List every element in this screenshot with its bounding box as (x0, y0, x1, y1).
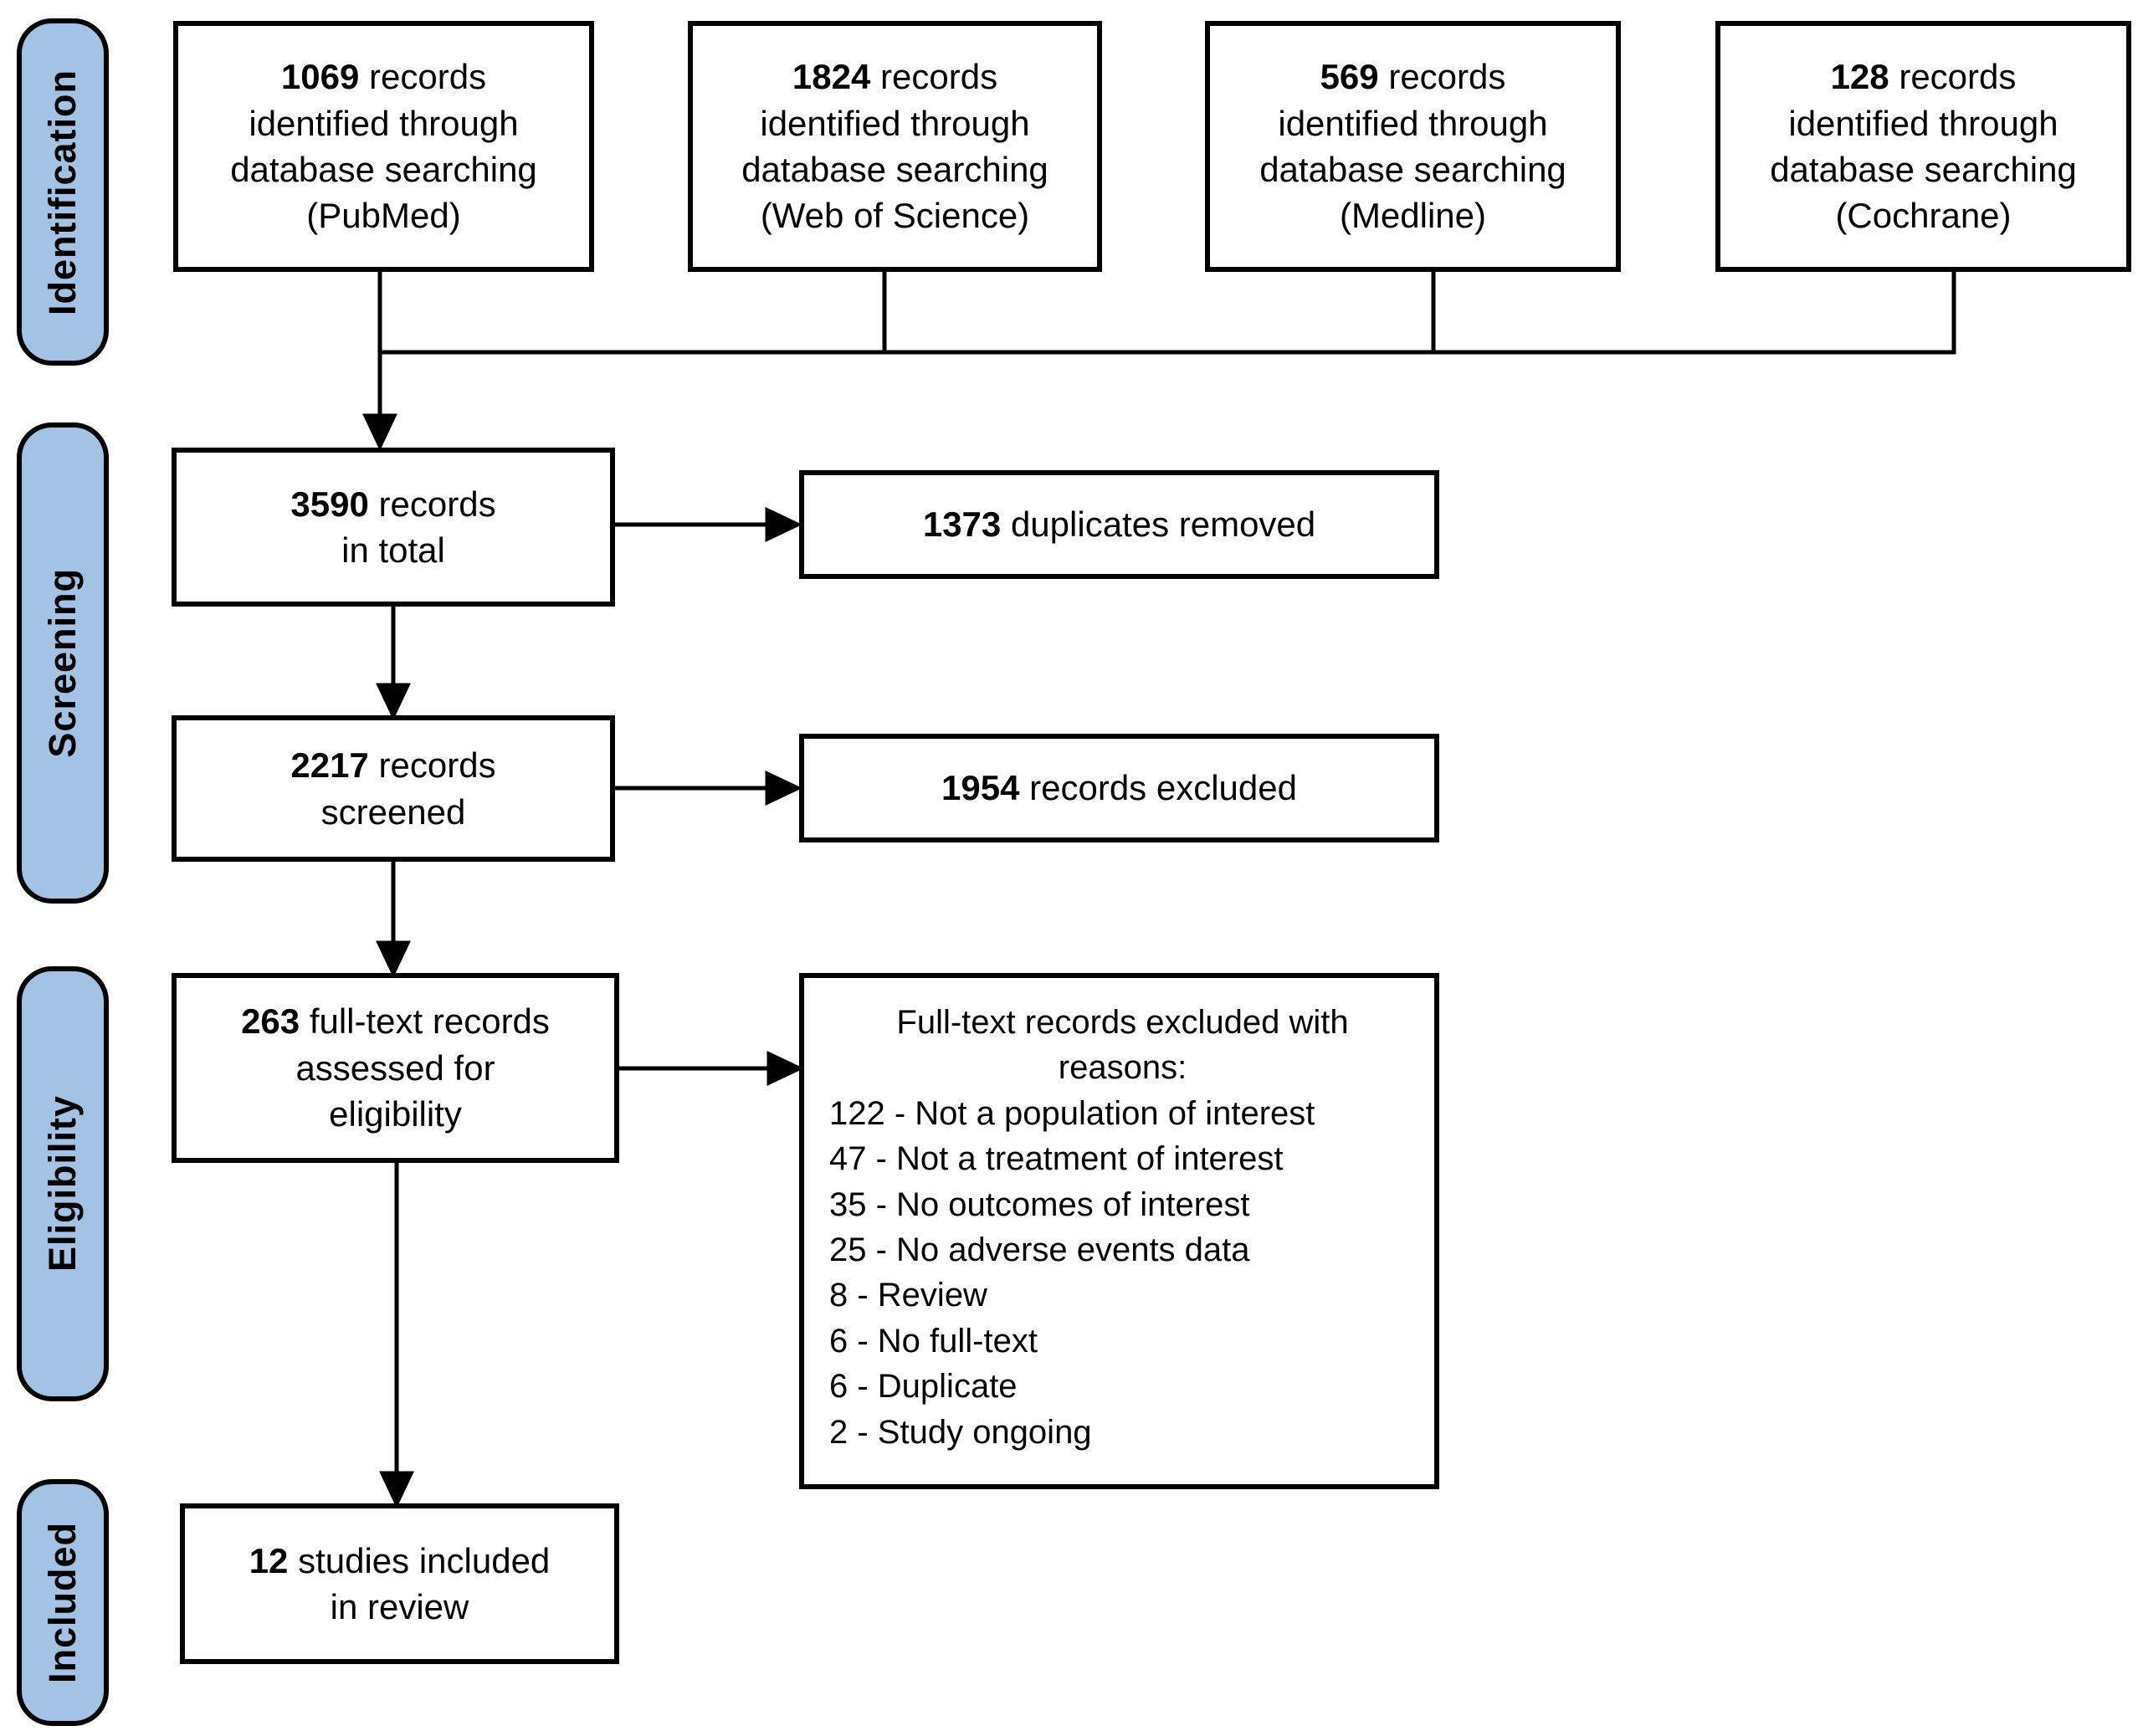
source-box-cochrane: 128 records identified through database … (1715, 21, 2131, 272)
exclusion-reason-item: 122 - Not a population of interest (829, 1094, 1315, 1132)
stage-band-included: Included (17, 1479, 109, 1726)
exclusion-reason-item: 8 - Review (829, 1277, 987, 1314)
duplicates-count: 1373 (922, 504, 1002, 545)
source-pubmed-count: 1069 (280, 57, 360, 97)
arrowhead-total-to-duplicates (765, 507, 802, 542)
stage-label-included: Included (41, 1521, 84, 1683)
total-records-text: 3590 records in total (290, 484, 496, 570)
studies-included-text: 12 studies included in review (249, 1540, 551, 1626)
fulltext-count: 263 (241, 1001, 300, 1042)
arrowhead-screened-to-fulltext (376, 940, 411, 978)
duplicates-removed-box: 1373 duplicates removed (799, 470, 1439, 579)
records-screened-box: 2217 records screened (172, 715, 615, 862)
records-excluded-box: 1954 records excluded (799, 734, 1439, 842)
source-box-pubmed: 1069 records identified through database… (173, 21, 594, 272)
studies-included-box: 12 studies included in review (180, 1503, 619, 1664)
source-box-pubmed-text: 1069 records identified through database… (230, 57, 537, 236)
exclusion-reason-item: 6 - No full-text (829, 1322, 1038, 1360)
source-box-web-of-science: 1824 records identified through database… (688, 21, 1102, 272)
arrowhead-total-to-screened (376, 683, 411, 720)
fulltext-assessed-box: 263 full-text records assessed for eligi… (172, 973, 619, 1163)
exclusion-reasons-title-line2: reasons: (1058, 1049, 1187, 1087)
source-medline-count: 569 (1320, 57, 1379, 97)
total-records-count: 3590 (290, 484, 369, 524)
exclusion-reasons-box: Full-text records excluded with reasons:… (799, 973, 1439, 1489)
stage-label-eligibility: Eligibility (41, 1095, 84, 1273)
stage-label-screening: Screening (41, 568, 84, 758)
total-records-box: 3590 records in total (172, 448, 615, 607)
fulltext-assessed-text: 263 full-text records assessed for eligi… (241, 1001, 550, 1134)
records-screened-text: 2217 records screened (290, 745, 496, 832)
stage-band-eligibility: Eligibility (17, 966, 109, 1401)
records-excluded-count: 1954 (941, 768, 1020, 808)
stage-band-screening: Screening (17, 422, 109, 904)
exclusion-reason-item: 47 - Not a treatment of interest (829, 1140, 1284, 1178)
stage-label-identification: Identification (41, 69, 84, 315)
source-box-cochrane-text: 128 records identified through database … (1770, 57, 2077, 236)
source-box-medline: 569 records identified through database … (1205, 21, 1621, 272)
exclusion-reason-item: 35 - No outcomes of interest (829, 1185, 1250, 1223)
exclusion-reasons-title-line1: Full-text records excluded with (896, 1004, 1349, 1041)
arrowhead-screened-to-excluded (765, 771, 802, 806)
source-wos-count: 1824 (792, 57, 871, 97)
source-box-medline-text: 569 records identified through database … (1259, 57, 1566, 236)
exclusion-reason-item: 2 - Study ongoing (829, 1413, 1092, 1451)
screened-count: 2217 (290, 745, 369, 786)
source-cochrane-count: 128 (1830, 57, 1889, 97)
exclusion-reason-item: 25 - No adverse events data (829, 1231, 1250, 1268)
included-count: 12 (249, 1540, 289, 1580)
arrowhead-fulltext-to-reasons (766, 1051, 804, 1086)
arrowhead-fulltext-to-included (379, 1471, 414, 1508)
exclusion-reason-item: 6 - Duplicate (829, 1368, 1018, 1406)
stage-band-identification: Identification (17, 18, 109, 366)
source-box-web-of-science-text: 1824 records identified through database… (741, 57, 1048, 236)
arrowhead-merge-to-total (362, 413, 397, 451)
